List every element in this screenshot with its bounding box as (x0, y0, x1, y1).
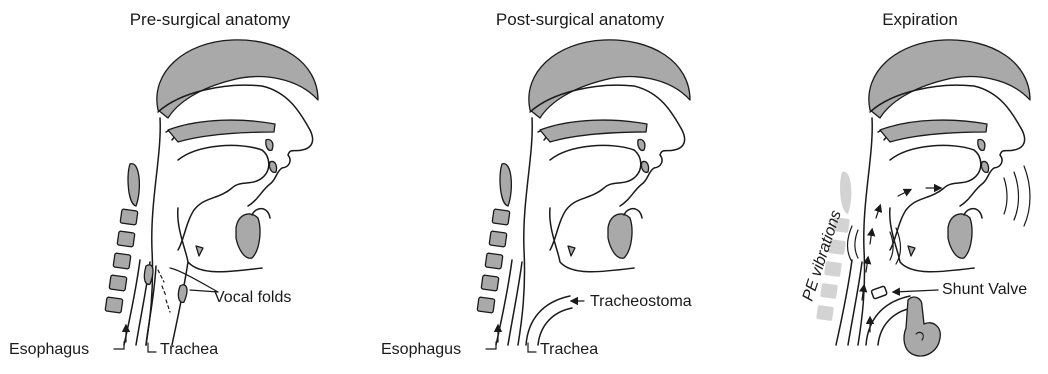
palate (540, 120, 647, 142)
palate (880, 120, 987, 142)
mandible (948, 214, 972, 258)
label-tracheostoma: Tracheostoma (590, 293, 692, 310)
panel-post-surgical: Post-surgical anatomy Tracheostoma (381, 10, 692, 358)
shunt-valve (871, 286, 887, 299)
vertebrae (105, 164, 139, 313)
label-trachea: Trachea (540, 341, 598, 358)
sound-waves (1004, 166, 1030, 226)
label-trachea: Trachea (160, 341, 218, 358)
airflow-arrows (862, 188, 940, 332)
label-esophagus: Esophagus (381, 341, 461, 358)
panel-title: Expiration (882, 10, 958, 29)
mandible (608, 214, 632, 258)
palate (168, 120, 275, 142)
vertebrae (477, 164, 511, 313)
panel-pre-surgical: Pre-surgical anatomy (9, 10, 318, 358)
label-esophagus: Esophagus (9, 341, 89, 358)
panel-title: Pre-surgical anatomy (130, 10, 291, 29)
label-shunt-valve: Shunt Valve (942, 281, 1027, 298)
panel-title: Post-surgical anatomy (496, 10, 665, 29)
mandible (236, 214, 260, 258)
finger-icon (904, 297, 940, 356)
panel-expiration: Expiration PE vibrations (800, 10, 1030, 356)
label-vocal-folds: Vocal folds (214, 289, 291, 306)
